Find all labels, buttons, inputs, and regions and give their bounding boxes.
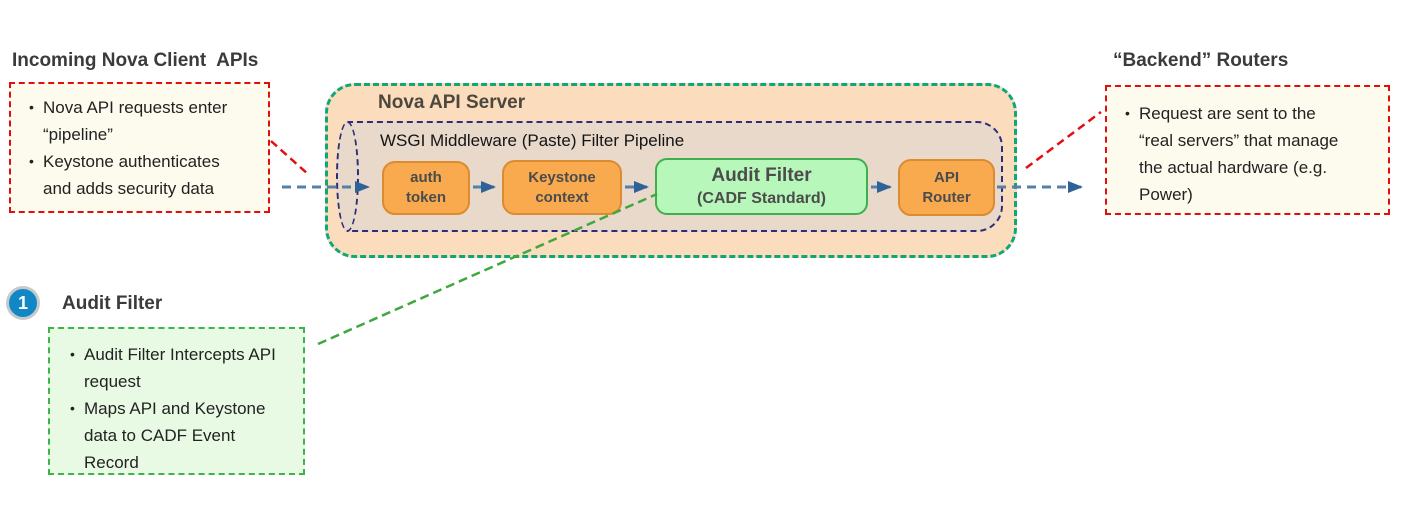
stage-label: Audit Filter <box>711 165 812 186</box>
connector-left-note <box>270 140 310 176</box>
list-item: • Audit Filter Intercepts API request <box>64 341 295 395</box>
pipeline-entry-ellipse <box>336 121 359 232</box>
stage-keystone-context: Keystone context <box>502 160 622 215</box>
list-item: • Nova API requests enter “pipeline” <box>23 94 260 148</box>
list-item: • Keystone authenticates and adds securi… <box>23 148 260 202</box>
right-note-bullets: • Request are sent to the “real servers”… <box>1119 100 1380 208</box>
wsgi-pipeline-title: WSGI Middleware (Paste) Filter Pipeline <box>380 131 685 150</box>
stage-label: token <box>405 189 446 206</box>
left-note-box: • Nova API requests enter “pipeline” • K… <box>9 82 270 213</box>
bullet-text: Audit Filter Intercepts API request <box>84 345 276 391</box>
stage-label: Keystone <box>528 168 596 186</box>
right-note-box: • Request are sent to the “real servers”… <box>1105 85 1390 215</box>
bullet-text: Keystone authenticates and adds security… <box>43 152 220 198</box>
step-number-badge: 1 <box>6 286 40 320</box>
bullet-text: Nova API requests enter “pipeline” <box>43 98 228 144</box>
stage-label: API <box>933 168 959 186</box>
stage-label: (CADF Standard) <box>697 190 826 207</box>
callout-bullets: • Audit Filter Intercepts API request • … <box>64 341 295 476</box>
bullet-text: Request are sent to the “real servers” t… <box>1139 104 1339 204</box>
stage-label: auth <box>410 169 442 186</box>
connector-right-note <box>1025 110 1102 170</box>
step-number: 1 <box>17 292 28 313</box>
bullet-text: Maps API and Keystone data to CADF Event… <box>84 399 266 472</box>
bullet-dot: • <box>70 400 75 416</box>
left-note-bullets: • Nova API requests enter “pipeline” • K… <box>23 94 260 202</box>
stage-label: Router <box>922 188 971 206</box>
list-item: • Maps API and Keystone data to CADF Eve… <box>64 395 295 476</box>
stage-api-router: API Router <box>898 159 995 216</box>
bullet-dot: • <box>29 153 34 169</box>
stage-audit-filter: Audit Filter (CADF Standard) <box>655 158 868 215</box>
stage-auth-token: auth token <box>382 161 470 215</box>
list-item: • Request are sent to the “real servers”… <box>1119 100 1380 208</box>
callout-title: Audit Filter <box>62 293 163 314</box>
callout-box: • Audit Filter Intercepts API request • … <box>48 327 305 475</box>
nova-api-server-title: Nova API Server <box>378 92 526 113</box>
bullet-dot: • <box>70 346 75 362</box>
right-note-title: “Backend” Routers <box>1113 50 1289 71</box>
stage-label: context <box>535 188 589 206</box>
bullet-dot: • <box>29 99 34 115</box>
bullet-dot: • <box>1125 105 1130 121</box>
left-note-title: Incoming Nova Client APIs <box>12 50 259 71</box>
